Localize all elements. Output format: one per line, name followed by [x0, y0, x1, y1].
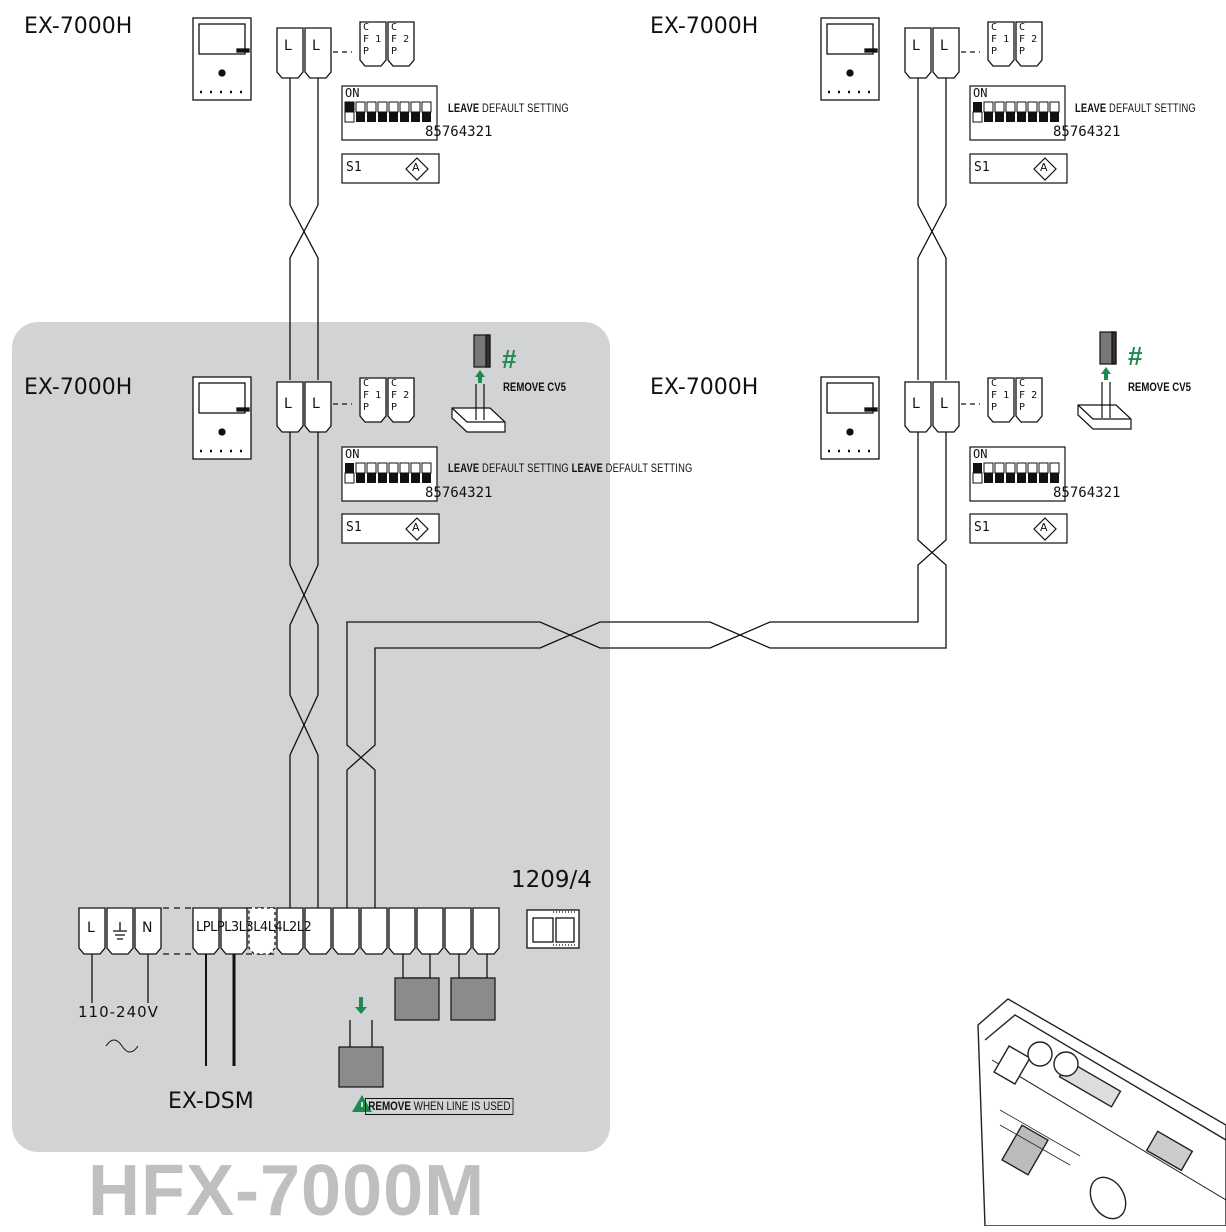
dip-switch-top-left [341, 85, 438, 141]
hash-symbol: # [1128, 341, 1143, 371]
terminal-l: L [912, 396, 920, 412]
dip-switch-mid-left [341, 446, 438, 502]
green-down-arrow-icon [355, 997, 367, 1014]
voltage-label: 110-240V [78, 1003, 159, 1021]
ex-dsm-label: EX-DSM [168, 1089, 254, 1114]
remove-cv5-note: REMOVE CV5 [1128, 380, 1191, 394]
monitor-icon-mid-left [192, 376, 252, 460]
monitor-label-top-right: EX-7000H [650, 14, 759, 39]
terminal-l: L [940, 396, 948, 412]
leave-default-note: LEAVE DEFAULT SETTING [1075, 101, 1196, 115]
hash-symbol: # [502, 344, 517, 374]
terminal-l: L [284, 38, 292, 54]
device-housing-image [977, 998, 1226, 1226]
s1-label: S1 [974, 520, 990, 535]
diagram-title: HFX-7000M [88, 1151, 486, 1231]
monitor-label-mid-left: EX-7000H [24, 375, 133, 400]
dip-number: 85764321 [425, 485, 493, 501]
dip-on-label: ON [973, 447, 988, 461]
switch-mark: A [1040, 161, 1048, 174]
dip-on-label: ON [345, 447, 360, 461]
wire-c [289, 405, 319, 910]
terminal-l: L [912, 38, 920, 54]
dip-number: 85764321 [1053, 124, 1121, 140]
monitor-label-mid-right: EX-7000H [650, 375, 759, 400]
monitor-icon-top-right [820, 17, 880, 101]
bus-terminal-strip [192, 907, 500, 955]
remove-when-line-used-note: REMOVE WHEN LINE IS USED [365, 1098, 514, 1115]
dip-switch-top-right [969, 85, 1066, 141]
wire-f [917, 63, 947, 380]
power-terminal-strip [78, 907, 162, 955]
remove-cv5-note: REMOVE CV5 [503, 380, 566, 394]
leave-default-note: LEAVE DEFAULT SETTING [448, 101, 569, 115]
s1-label: S1 [346, 520, 362, 535]
resistor-block-1 [394, 977, 440, 1021]
terminal-l: L [940, 38, 948, 54]
terminal-l: L [284, 396, 292, 412]
terminals-mid-right [904, 377, 1043, 433]
dip-number: 85764321 [425, 124, 493, 140]
leave-default-note: LEAVE DEFAULT SETTING LEAVE DEFAULT SETT… [448, 461, 693, 475]
dip-number: 85764321 [1053, 485, 1121, 501]
s1-label: S1 [346, 160, 362, 175]
terminals-top-left [276, 21, 415, 79]
wire-e [917, 63, 947, 380]
wire-a [289, 63, 319, 380]
module-1209-4-icon [526, 909, 580, 949]
switch-mark: A [1040, 521, 1048, 534]
power-terminal-n: N [142, 920, 153, 936]
monitor-icon-mid-right [820, 376, 880, 460]
s1-box-top-right [969, 153, 1068, 184]
dip-on-label: ON [345, 86, 360, 100]
resistor-block-2 [450, 977, 496, 1021]
jumper-cv5-mid-right [1077, 331, 1132, 430]
s1-box-top-left [341, 153, 440, 184]
terminals-mid-left [276, 377, 415, 433]
wire-h [346, 405, 947, 910]
power-terminal-l: L [87, 920, 95, 936]
dip-switch-mid-right [969, 446, 1066, 502]
wire-g [346, 405, 947, 910]
monitor-icon-top-left [192, 17, 252, 101]
monitor-label-top-left: EX-7000H [24, 14, 133, 39]
switch-mark: A [412, 161, 420, 174]
hfx-7000m-panel [12, 322, 610, 1152]
s1-label: S1 [974, 160, 990, 175]
bus-terminal-labels: LPLPL3L3L4L4L2L2 [196, 920, 312, 935]
terminals-top-right [904, 21, 1043, 79]
switch-mark: A [412, 521, 420, 534]
jumper-cv5-mid-left [451, 334, 506, 433]
terminal-l: L [312, 396, 320, 412]
line-jumper-block [338, 1046, 384, 1088]
terminal-l: L [312, 38, 320, 54]
wire-b [289, 63, 319, 380]
module-1209-4-label: 1209/4 [511, 867, 592, 893]
dip-on-label: ON [973, 86, 988, 100]
wire-d [289, 405, 319, 910]
